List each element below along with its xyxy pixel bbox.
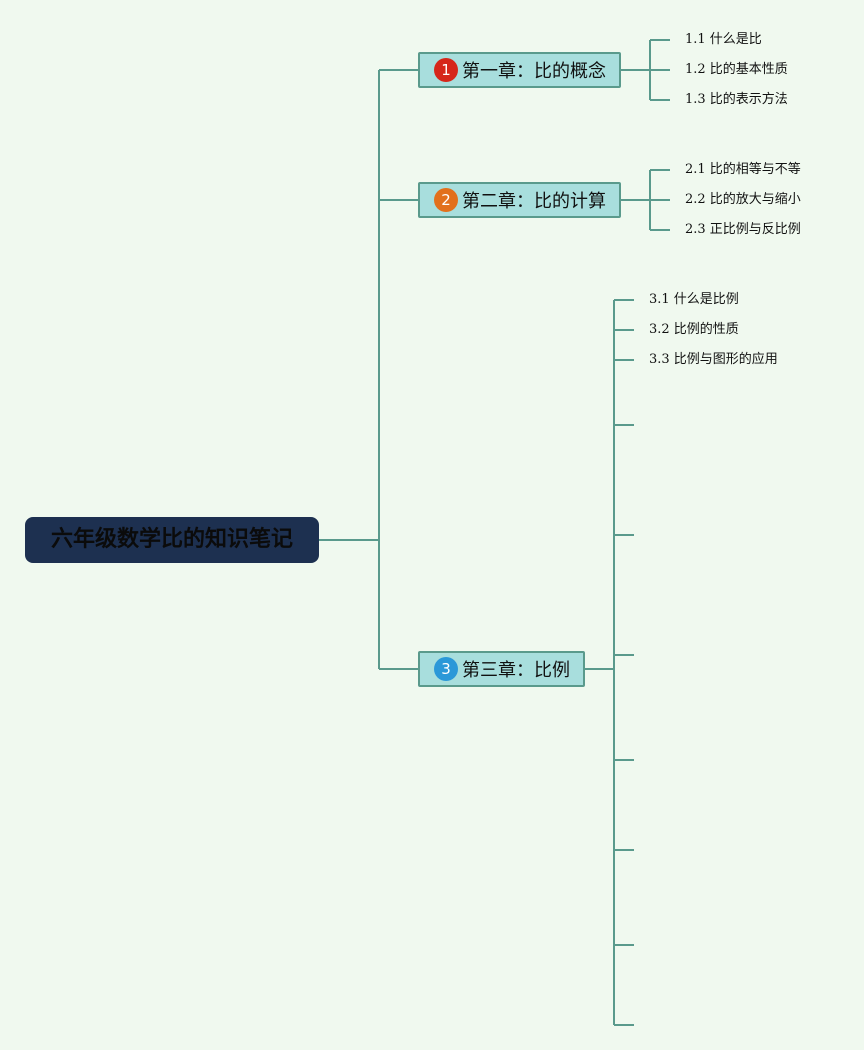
topic-node-3-1[interactable]: 3.1 什么是比例 xyxy=(649,292,739,307)
topic-node-1-3[interactable]: 1.3 比的表示方法 xyxy=(685,92,788,107)
root-title: 六年级数学比的知识笔记 xyxy=(50,527,293,552)
chapter-node-1[interactable]: 1 第一章：比的概念 xyxy=(418,52,621,88)
topic-node-2-3[interactable]: 2.3 正比例与反比例 xyxy=(685,222,801,237)
chapter-title: 第三章：比例 xyxy=(462,660,570,681)
chapter-node-3[interactable]: 3 第三章：比例 xyxy=(418,651,585,687)
topic-node-2-2[interactable]: 2.2 比的放大与缩小 xyxy=(685,192,801,207)
chapter-number-badge: 1 xyxy=(434,58,458,82)
topic-node-2-1[interactable]: 2.1 比的相等与不等 xyxy=(685,162,801,177)
chapter-title: 第一章：比的概念 xyxy=(462,61,606,82)
chapter-number-badge: 3 xyxy=(434,657,458,681)
topic-node-1-2[interactable]: 1.2 比的基本性质 xyxy=(685,62,788,77)
chapter-node-2[interactable]: 2 第二章：比的计算 xyxy=(418,182,621,218)
topic-node-1-1[interactable]: 1.1 什么是比 xyxy=(685,32,762,47)
topic-node-3-3[interactable]: 3.3 比例与图形的应用 xyxy=(649,352,778,367)
chapter-title: 第二章：比的计算 xyxy=(462,191,606,212)
chapter-number-badge: 2 xyxy=(434,188,458,212)
topic-node-3-2[interactable]: 3.2 比例的性质 xyxy=(649,322,739,337)
root-node[interactable]: 六年级数学比的知识笔记 xyxy=(25,517,319,563)
